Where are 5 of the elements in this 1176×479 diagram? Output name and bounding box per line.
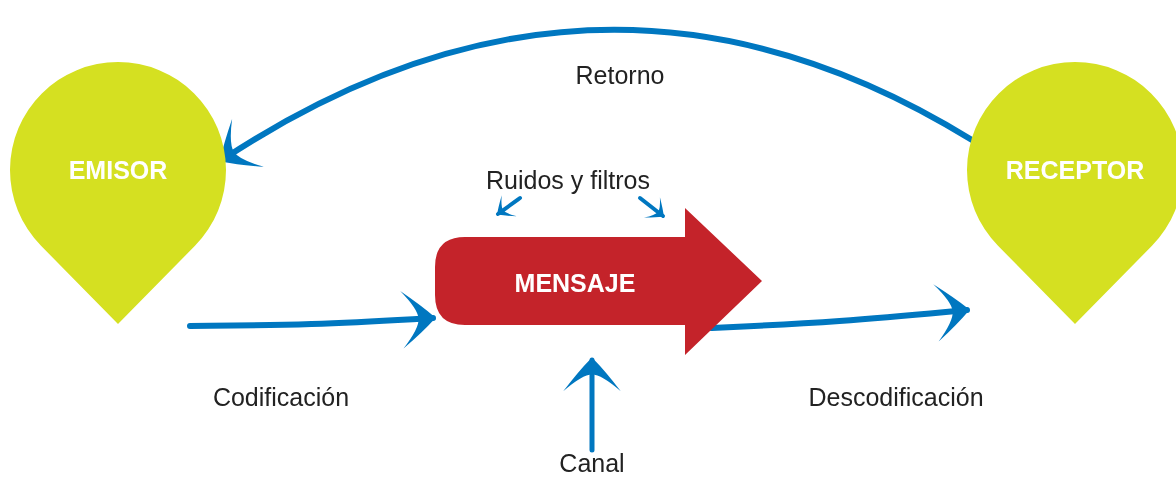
node-label: Ruidos y filtros bbox=[462, 162, 674, 198]
node-label: EMISOR bbox=[68, 155, 168, 185]
node-label: RECEPTOR bbox=[1005, 155, 1145, 185]
node-label: MENSAJE bbox=[514, 268, 636, 298]
node-label: Canal bbox=[547, 448, 637, 479]
